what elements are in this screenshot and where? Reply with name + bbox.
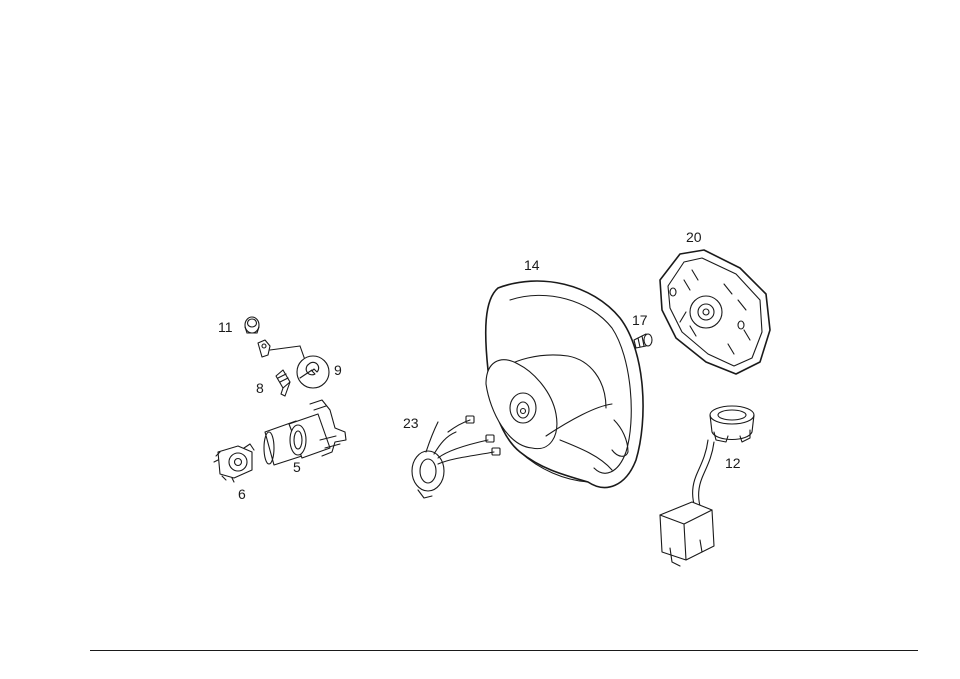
callout-9: 9 (334, 362, 342, 378)
callout-11: 11 (218, 319, 233, 335)
part-23-clock-spring (411, 415, 501, 499)
footer-rule (90, 650, 918, 651)
callout-20: 20 (686, 229, 702, 245)
part-9-disc (296, 355, 330, 389)
leader-lines-9 (269, 345, 306, 361)
part-11-cap (244, 316, 260, 334)
callout-6: 6 (238, 486, 246, 502)
part-17-screw (633, 333, 653, 349)
part-12-sensor-ring (659, 405, 755, 567)
part-8-pin (275, 369, 291, 397)
part-key-tab (257, 339, 271, 358)
callout-23: 23 (403, 415, 419, 431)
callout-8: 8 (256, 380, 264, 396)
callout-5: 5 (293, 459, 301, 475)
part-5-lock-housing (263, 399, 347, 466)
callout-17: 17 (632, 312, 648, 328)
part-20-airbag-module (659, 249, 771, 375)
callout-14: 14 (524, 257, 540, 273)
part-14-steering-wheel (484, 280, 644, 489)
part-6-ignition-switch (213, 443, 255, 483)
callout-12: 12 (725, 455, 741, 471)
